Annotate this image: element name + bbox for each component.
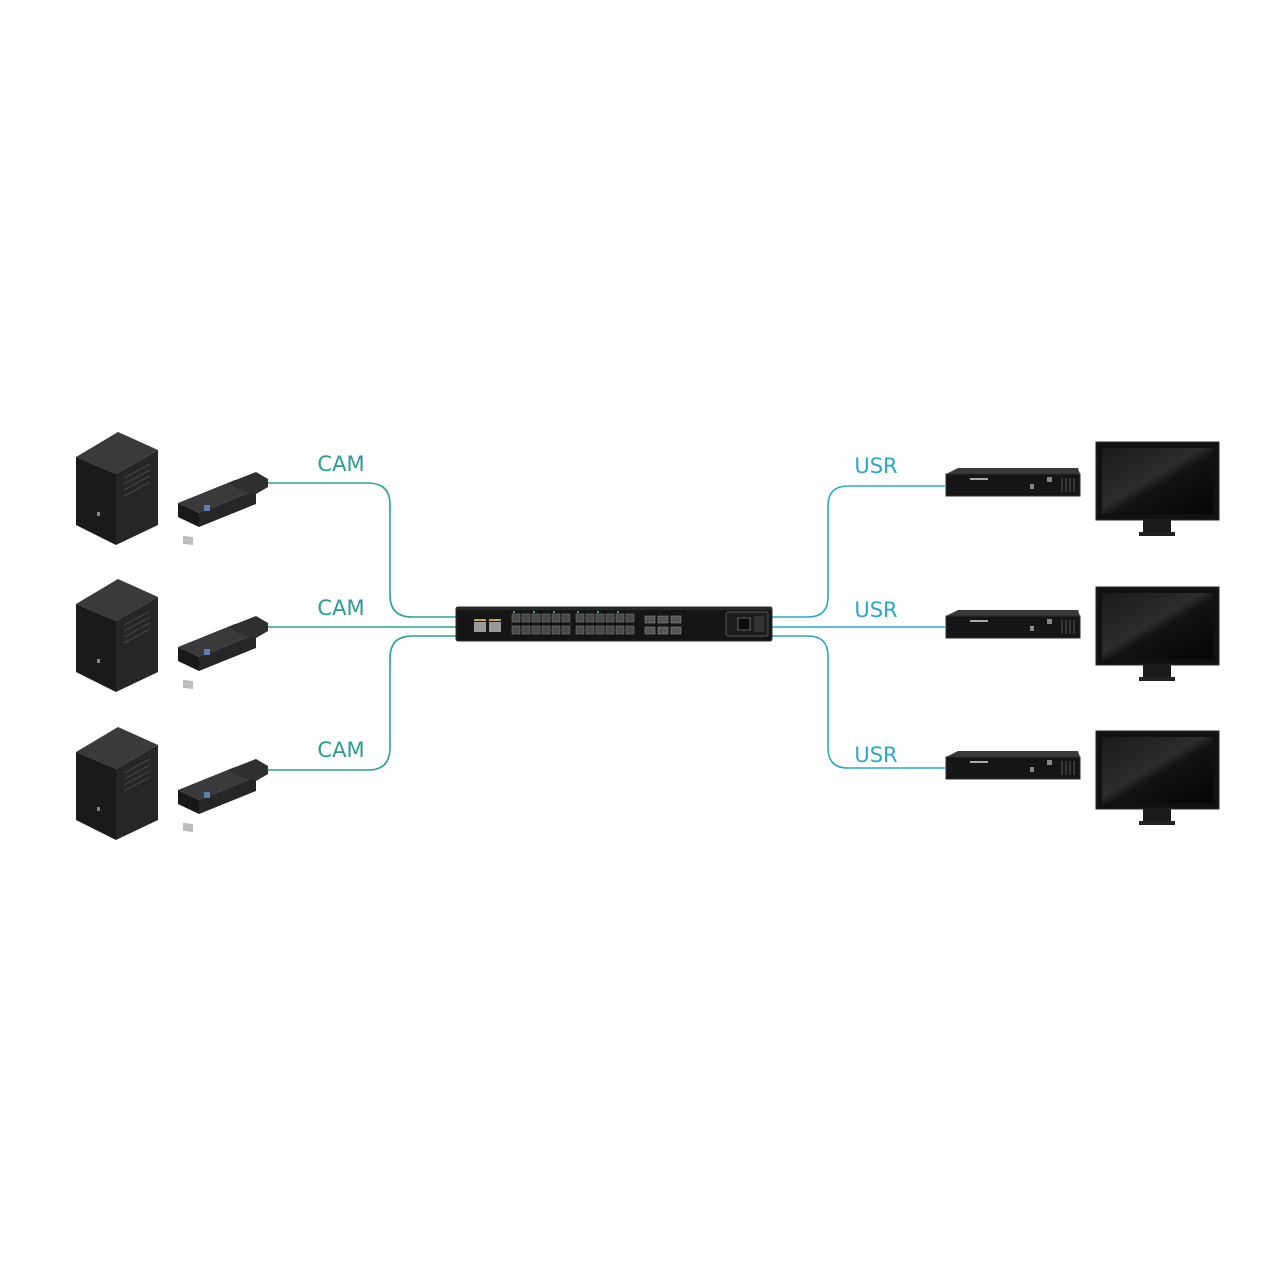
receiver-box-icon (945, 751, 1081, 780)
monitor-icon (1095, 441, 1220, 536)
cam-cable-3 (268, 635, 458, 771)
usr-cable-1 (772, 485, 945, 618)
usr-label-3: USR (854, 743, 897, 767)
usr-label-2: USR (854, 598, 897, 622)
cam-label-3: CAM (317, 738, 364, 762)
network-switch-icon (455, 606, 773, 642)
usr-label-1: USR (854, 454, 897, 478)
usr-cable-3 (772, 635, 945, 769)
transmitter-dongle-icon (178, 759, 268, 833)
receiver-box-icon (945, 610, 1081, 639)
receiver-box-icon (945, 468, 1081, 497)
cables (268, 482, 945, 771)
transmitter-dongle-icon (178, 616, 268, 690)
cam-label-1: CAM (317, 452, 364, 476)
tower-computer-icon (76, 727, 158, 840)
tower-computer-icon (76, 579, 158, 692)
cam-cable-1 (268, 482, 458, 618)
transmitter-dongle-icon (178, 472, 268, 546)
monitor-icon (1095, 730, 1220, 825)
cam-label-2: CAM (317, 596, 364, 620)
tower-computer-icon (76, 432, 158, 545)
monitor-icon (1095, 586, 1220, 681)
